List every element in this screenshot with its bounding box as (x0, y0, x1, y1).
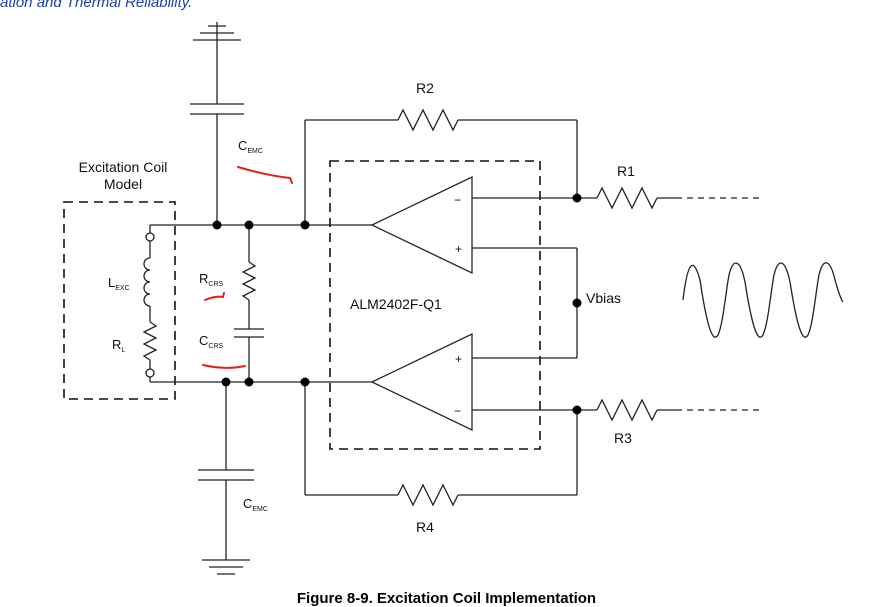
cemc-top-label: CEMC (238, 138, 263, 155)
bottom-opamp-plus: + (455, 352, 462, 366)
r3-label: R3 (614, 430, 632, 446)
lexc-label: LEXC (108, 275, 130, 292)
cemc-bottom-label: CEMC (243, 496, 268, 513)
bottom-opamp-minus: − (454, 404, 461, 418)
top-ground-symbol (193, 22, 241, 41)
ccrs-capacitor (234, 328, 264, 382)
ink-underline-rcrs (204, 292, 225, 301)
ink-underline-ccrs (202, 364, 246, 369)
figure-caption: Figure 8-9. Excitation Coil Implementati… (296, 590, 597, 607)
rl-label: RL (112, 337, 125, 354)
lexc-inductor (143, 232, 155, 322)
coil-model-label-line1: Excitation Coil (79, 159, 168, 175)
r3-resistor (577, 398, 760, 422)
ccrs-label: CCRS (199, 333, 224, 350)
top-opamp (370, 175, 577, 275)
header-link-text[interactable]: ation and Thermal Reliability. (0, 0, 193, 11)
r4-resistor (304, 382, 578, 507)
top-opamp-minus: − (454, 193, 461, 207)
coil-model-box (63, 201, 176, 400)
coil-model-label-line2: Model (104, 176, 142, 192)
bottom-ground-symbol (202, 559, 250, 575)
amplifier-box (329, 160, 541, 450)
r1-label: R1 (617, 163, 635, 179)
r4-label: R4 (416, 519, 434, 535)
bottom-opamp (370, 332, 577, 432)
junction-dots (212, 193, 582, 415)
rl-resistor (142, 321, 158, 378)
amplifier-name-label: ALM2402F-Q1 (350, 296, 442, 312)
vbias-label: Vbias (586, 290, 621, 306)
rcrs-resistor (241, 225, 257, 329)
cemc-top-capacitor (190, 40, 244, 225)
sine-waveform (682, 262, 844, 338)
top-opamp-plus: + (455, 242, 462, 256)
r2-resistor (304, 108, 578, 225)
ink-underline-cemc-top (237, 166, 293, 184)
r2-label: R2 (416, 80, 434, 96)
rcrs-label: RCRS (199, 271, 224, 288)
r1-resistor (577, 186, 760, 210)
cemc-bottom-capacitor (198, 382, 254, 560)
